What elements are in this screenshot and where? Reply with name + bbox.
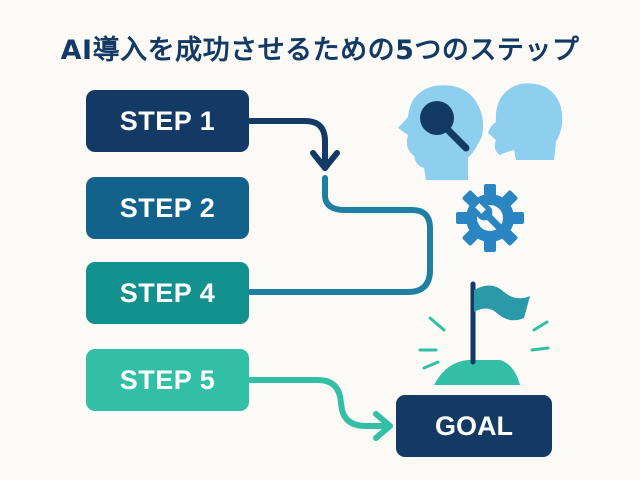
goal-label: GOAL: [435, 410, 513, 441]
head-profile-icon: [488, 83, 563, 160]
step-2-box: STEP 2: [86, 177, 249, 239]
arrowhead-step1-icon: [310, 150, 340, 171]
step-5-box: STEP 5: [86, 349, 249, 411]
connector-step1: [247, 118, 328, 171]
step-4-label: STEP 4: [119, 277, 216, 308]
step-1-label: STEP 1: [119, 105, 216, 136]
connector-mid: [247, 175, 433, 295]
arrowhead-goal-icon: [373, 411, 393, 441]
page-title: AI導入を成功させるための5つのステップ: [60, 35, 580, 66]
goal-box: GOAL: [396, 395, 552, 457]
step-5-label: STEP 5: [119, 364, 216, 395]
goal-flag-icon: [418, 281, 550, 385]
step-1-box: STEP 1: [86, 90, 249, 152]
sparkle-lines-icon: [418, 316, 550, 370]
gear-wrench-icon: [456, 184, 524, 252]
connector-step5: [247, 377, 391, 429]
step-4-box: STEP 4: [86, 262, 249, 324]
head-search-icon: [398, 85, 484, 180]
step-2-label: STEP 2: [119, 192, 216, 223]
